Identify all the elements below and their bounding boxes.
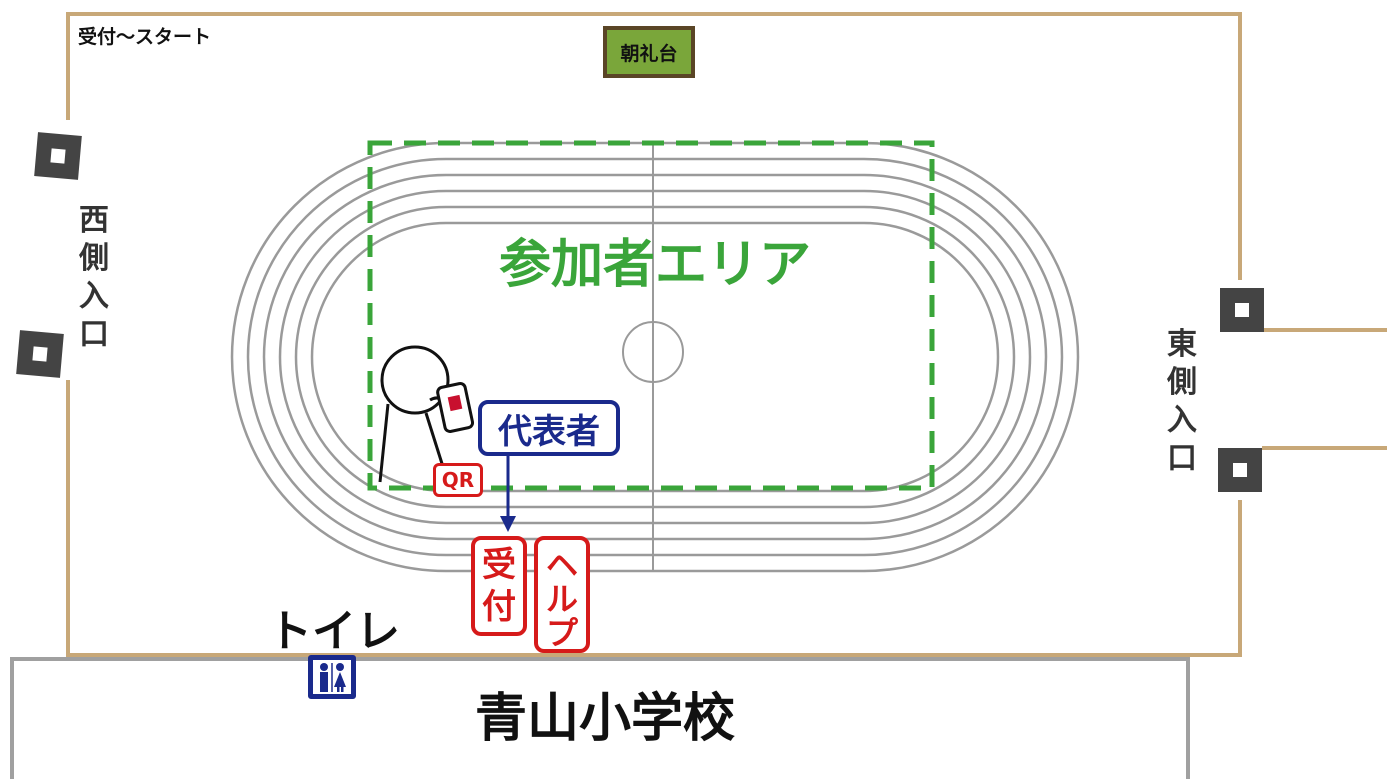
grounds-boundary bbox=[66, 12, 1242, 657]
help-desk: ヘ ル プ bbox=[534, 536, 590, 653]
representative-badge: 代表者 bbox=[478, 400, 620, 456]
east-entrance-label: 東 側 入 口 bbox=[1164, 326, 1200, 478]
gate-post-icon bbox=[16, 330, 64, 378]
running-track bbox=[230, 141, 1080, 573]
east-entrance-char: 口 bbox=[1167, 441, 1197, 476]
stage-podium: 朝礼台 bbox=[603, 26, 695, 78]
west-entrance-char: 西 bbox=[79, 203, 109, 238]
person-with-phone-icon bbox=[378, 345, 475, 483]
gate-post-icon bbox=[1220, 288, 1264, 332]
west-entrance-char: 口 bbox=[79, 317, 109, 352]
school-building bbox=[10, 657, 1190, 779]
school-name: 青山小学校 bbox=[474, 689, 735, 749]
gate-post-icon bbox=[1218, 448, 1262, 492]
reception-char: 受 bbox=[482, 545, 516, 585]
qr-label: QR bbox=[441, 468, 475, 492]
start-label: 受付～スタート bbox=[78, 26, 212, 48]
restroom-icon bbox=[308, 655, 356, 699]
participant-area-box bbox=[367, 140, 935, 491]
east-entrance-char: 側 bbox=[1167, 365, 1197, 400]
down-arrow-icon bbox=[500, 455, 516, 532]
reception-char: 付 bbox=[482, 587, 516, 627]
help-char: プ bbox=[545, 614, 578, 652]
representative-label: 代表者 bbox=[498, 411, 600, 452]
help-char: ル bbox=[545, 580, 578, 618]
west-entrance-label: 西 側 入 口 bbox=[76, 202, 112, 354]
reception-desk: 受 付 bbox=[471, 536, 527, 636]
help-char: ヘ bbox=[545, 546, 578, 584]
west-entrance-char: 側 bbox=[79, 241, 109, 276]
east-entrance-char: 東 bbox=[1167, 327, 1197, 362]
stage-label: 朝礼台 bbox=[620, 42, 678, 65]
toilet-label: トイレ bbox=[268, 606, 400, 657]
gate-post-icon bbox=[34, 132, 82, 180]
field-center-circle bbox=[622, 321, 684, 383]
west-entrance-char: 入 bbox=[79, 279, 109, 314]
qr-badge: QR bbox=[433, 463, 483, 497]
east-entrance-char: 入 bbox=[1167, 403, 1197, 438]
participant-area-label: 参加者エリア bbox=[498, 235, 811, 295]
